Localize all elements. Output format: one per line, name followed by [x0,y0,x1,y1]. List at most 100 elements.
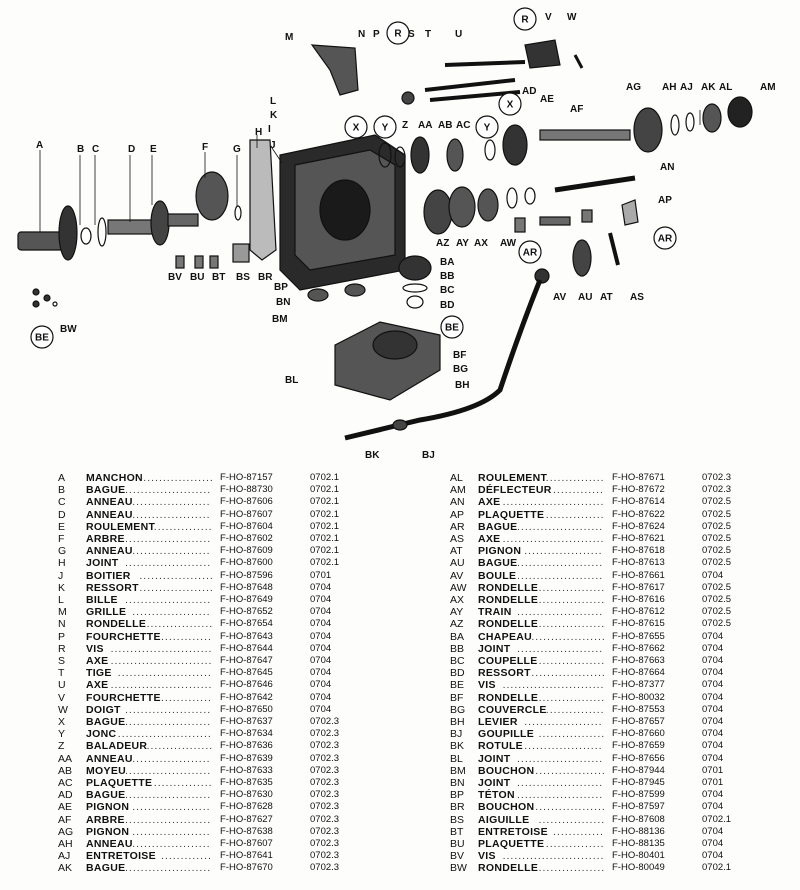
part-code: BT [450,825,464,838]
part-reference: F-HO-87636 [220,740,273,752]
part-group: 0702.3 [310,740,340,752]
part-reference: F-HO-87944 [612,764,665,776]
part-code: AP [450,508,465,521]
svg-text:Y: Y [382,123,389,134]
part-group: 0704 [702,740,724,752]
callout-circle-y: Y [475,115,499,139]
leader-dots: ............. [161,850,212,863]
part-group: 0704 [702,825,724,837]
part-reference: F-HO-87635 [220,777,273,788]
svg-text:X: X [353,123,360,134]
part-reference: F-HO-87627 [220,813,273,825]
part-reference: F-HO-87612 [612,606,665,618]
part-reference: F-HO-88730 [220,484,273,496]
leader-dots: ...................... [125,862,212,875]
part-reference: F-HO-87615 [612,618,665,630]
part-name: ANNEAU [86,496,133,509]
callout-label-br: BR [258,272,273,283]
callout-label-bg: BG [453,364,468,375]
part-code: AY [450,606,464,619]
part-reference: F-HO-87639 [220,752,273,764]
input-shaft-drawing [17,171,242,261]
part-reference: F-HO-87630 [220,789,273,801]
leader-dots: ...................... [517,569,604,582]
part-code: S [58,655,66,667]
part-code: BW [450,862,467,875]
callout-label-an: AN [660,162,674,173]
part-group: 0704 [702,703,724,715]
part-group: 0702.5 [702,606,732,618]
shift-rails-drawing [310,39,584,105]
leader-dots: ............... [153,777,213,789]
callout-label-bu: BU [190,272,204,283]
callout-label-n: N [358,29,365,40]
part-group: 0702.1 [310,533,340,544]
part-code: AJ [58,850,71,863]
part-name: FOURCHETTE [86,691,161,704]
part-group: 0702.5 [702,520,732,532]
callout-circle-ar: AR [653,226,677,250]
leader-dots: .................... [132,508,211,521]
part-group: 0704 [310,606,332,618]
part-name: ANNEAU [86,545,133,558]
leader-dots: ................. [538,728,606,741]
part-code: T [58,667,65,680]
callout-circle-be: BE [440,315,464,339]
part-code: AZ [450,618,464,631]
callout-label-ad: AD [522,86,536,97]
callout-label-bb: BB [440,271,454,282]
part-code: X [58,716,66,728]
leader-dots: ................. [538,594,606,606]
leader-dots: ............... [153,520,213,533]
part-name: PLAQUETTE [478,508,545,521]
part-name: ARBRE [86,533,125,545]
part-code: Y [58,728,66,741]
leader-dots: ............... [545,472,605,484]
part-reference: F-HO-87664 [612,667,665,679]
leader-dots: ................... [139,581,214,594]
callout-label-ay: AY [456,238,469,249]
leader-dots: ................. [538,691,606,704]
leader-dots: ...................... [125,764,212,777]
callout-label-p: P [373,29,380,40]
part-group: 0702.3 [310,838,340,849]
part-code: BF [450,691,464,704]
part-code: BR [450,801,465,814]
part-code: BE [450,679,465,692]
part-reference: F-HO-87643 [220,630,273,642]
part-name: RONDELLE [478,618,539,631]
part-reference: F-HO-87553 [612,703,665,715]
svg-text:Y: Y [484,123,491,134]
leader-dots: ............... [545,703,605,716]
part-name: DÉFLECTEUR [478,484,552,497]
part-name: RESSORT [86,581,139,594]
part-name: RONDELLE [478,594,539,606]
part-reference: F-HO-87618 [612,545,665,557]
part-code: BH [450,716,465,728]
part-group: 0704 [310,630,332,642]
callout-label-z: Z [402,120,408,131]
leader-dots: ................. [538,618,606,631]
part-code: BG [450,703,466,716]
callout-label-bh: BH [455,380,469,391]
part-name: ENTRETOISE [86,850,156,863]
callout-circle-x: X [498,92,522,116]
part-name: ROTULE [478,740,523,753]
part-group: 0702.3 [310,789,340,801]
